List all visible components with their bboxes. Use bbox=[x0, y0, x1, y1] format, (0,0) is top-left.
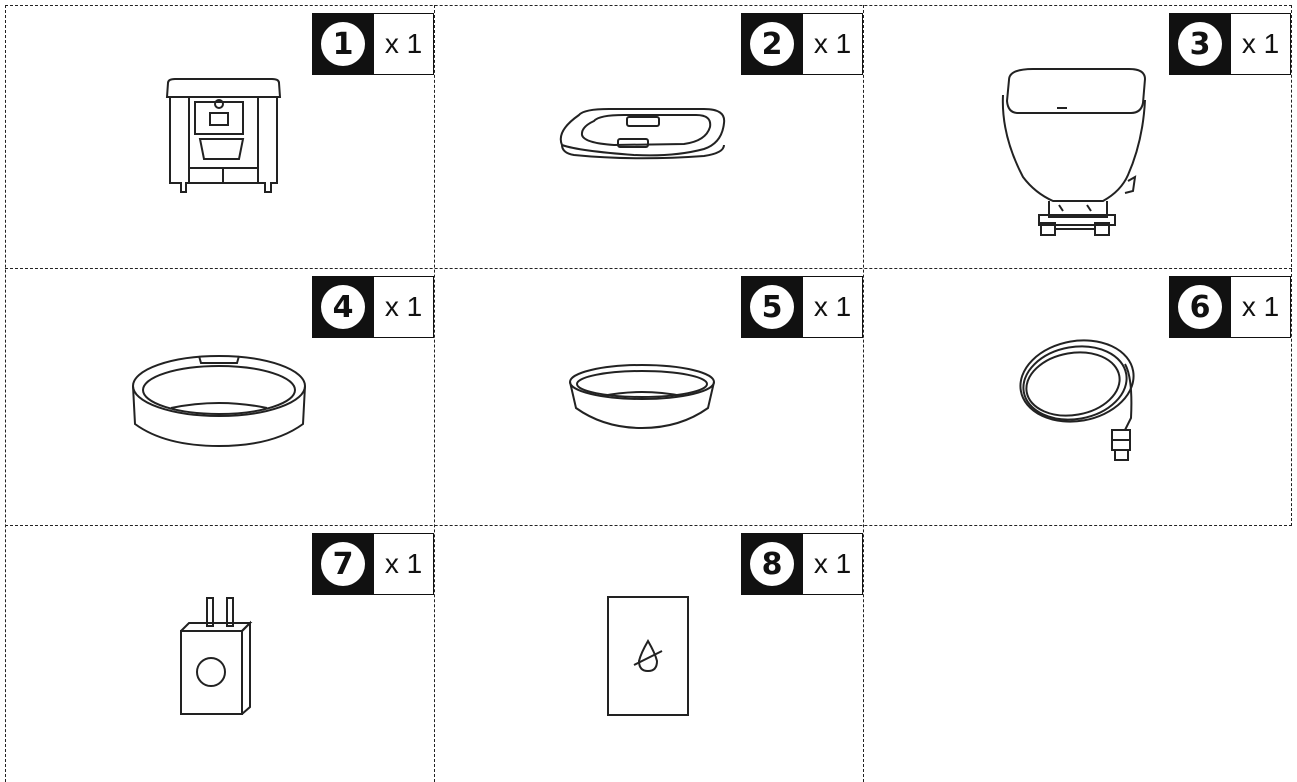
part-cell-4: 4 x 1 bbox=[5, 268, 434, 525]
part-cell-5: 5 x 1 bbox=[434, 268, 863, 525]
feeder-unit-icon bbox=[5, 5, 434, 268]
power-adapter-icon bbox=[5, 525, 434, 782]
part-cell-2: 2 x 1 bbox=[434, 5, 863, 268]
part-cell-7: 7 x 1 bbox=[5, 525, 434, 782]
desiccant-pack-icon bbox=[434, 525, 863, 782]
bowl-ring-icon bbox=[5, 268, 434, 525]
base-tray-icon bbox=[434, 5, 863, 268]
part-cell-1: 1 x 1 bbox=[5, 5, 434, 268]
food-hopper-icon bbox=[863, 5, 1291, 268]
food-bowl-icon bbox=[434, 268, 863, 525]
part-cell-8: 8 x 1 bbox=[434, 525, 863, 782]
part-cell-6: 6 x 1 bbox=[863, 268, 1291, 525]
usb-cable-icon bbox=[863, 268, 1291, 525]
grid-line-right bbox=[1291, 5, 1292, 526]
part-cell-3: 3 x 1 bbox=[863, 5, 1291, 268]
